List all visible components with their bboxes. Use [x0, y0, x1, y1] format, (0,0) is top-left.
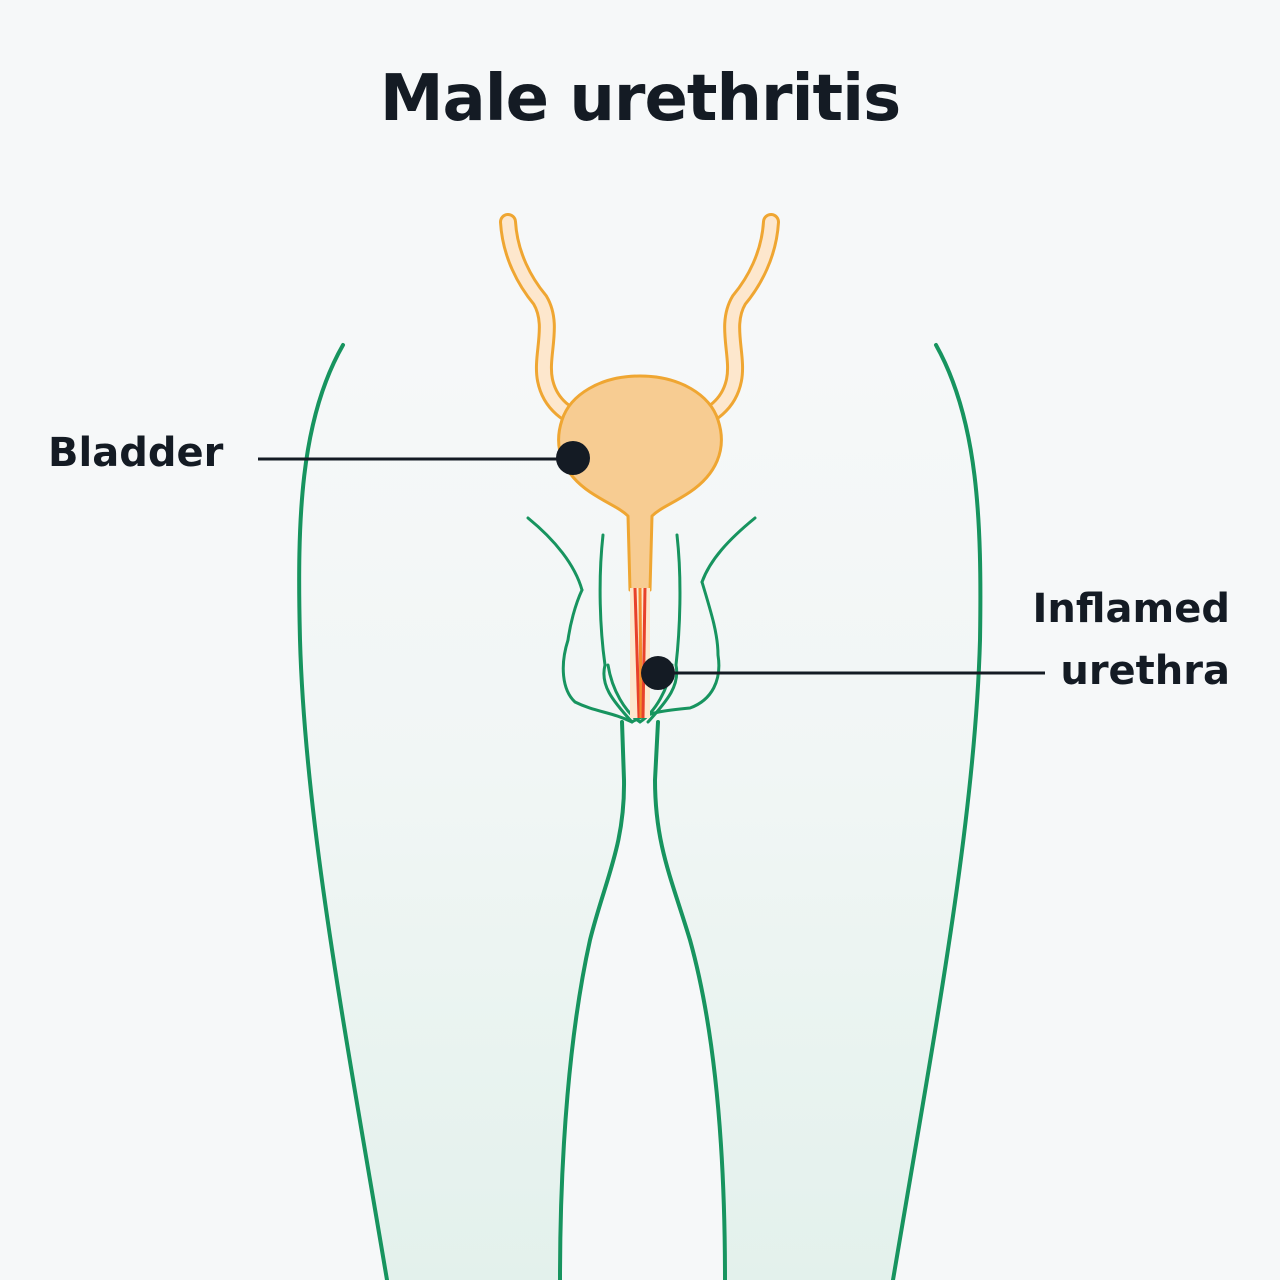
- left-leg-outline: [297, 343, 389, 1280]
- urethra-marker: [641, 656, 675, 690]
- urethra-inflamed-center: [638, 587, 643, 719]
- inflamed-urethra-label: Inflamed urethra: [1033, 578, 1230, 702]
- penis-shaft-left: [598, 533, 634, 724]
- inflamed-urethra-label-line1: Inflamed: [1032, 586, 1230, 632]
- right-leg-outline: [891, 343, 983, 1280]
- page-title: Male urethritis: [379, 62, 901, 136]
- urethra-inflamed-right: [641, 587, 647, 719]
- right-groin-line: [700, 516, 757, 584]
- urethra-inflamed-left: [633, 587, 641, 719]
- left-groin-line: [526, 516, 584, 592]
- right-inner-leg-outline: [652, 720, 727, 1280]
- penis-shaft-right: [646, 533, 682, 724]
- inflamed-urethra-label-line2: urethra: [1060, 648, 1230, 694]
- bladder-label: Bladder: [48, 430, 224, 476]
- right-ureter-fill: [688, 216, 777, 426]
- left-inner-leg-outline: [558, 720, 627, 1280]
- left-ureter-fill: [502, 216, 591, 426]
- body-silhouette: [299, 345, 981, 1280]
- bladder-marker: [556, 441, 590, 475]
